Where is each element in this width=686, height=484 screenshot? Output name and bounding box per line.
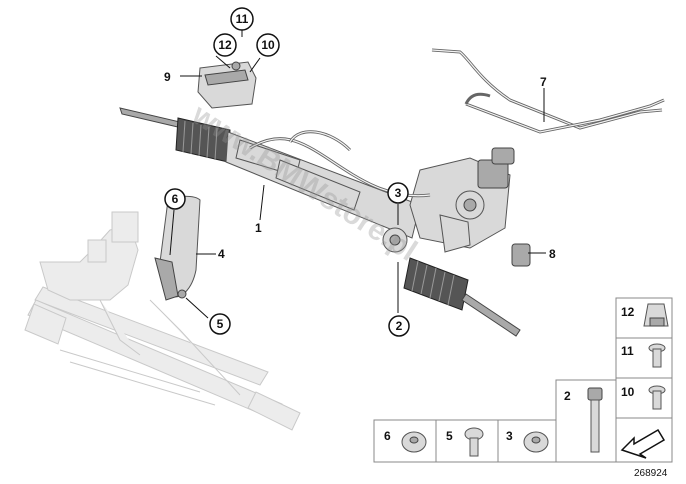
protective-cover [154,195,201,301]
heat-shield-bracket [197,61,257,109]
callout-2: 2 [396,319,403,333]
callout-11: 11 [236,12,249,26]
hardware-box-10: 10 [615,377,673,419]
hardware-box-3: 3 [497,419,557,463]
box-12-label: 12 [621,305,635,319]
box-2-label: 2 [564,389,571,403]
hardware-box-5: 5 [435,419,499,463]
direction-arrow-icon [620,428,666,459]
callout-3: 3 [395,186,402,200]
callout-6-marker: 6 [164,188,186,210]
box-5-label: 5 [446,429,453,443]
box-10-label: 10 [621,385,635,399]
hardware-box-6: 6 [373,419,437,463]
callout-7: 7 [540,75,547,89]
callout-8: 8 [549,247,556,261]
callout-10-marker: 10 [256,33,280,57]
callout-10: 10 [261,38,275,52]
callout-4: 4 [218,247,225,261]
callout-3-marker: 3 [387,182,409,204]
hardware-box-12: 12 [615,297,673,339]
callout-2-marker: 2 [388,315,410,337]
hydraulic-line [431,48,665,134]
ghost-steering-rack [24,211,301,431]
document-number: 268924 [634,468,668,479]
box-11-label: 11 [621,344,634,358]
callout-9: 9 [164,70,171,84]
callout-12-marker: 12 [213,33,237,57]
callout-5-marker: 5 [209,313,231,335]
long-bolt-icon [587,387,603,401]
steering-rack-assembly [119,107,531,337]
callout-12: 12 [218,38,232,52]
box-6-label: 6 [384,429,391,443]
watermark: www.BMWstore.pl [185,98,422,268]
callouts: 1 4 7 8 9 2 3 5 6 10 11 [164,7,556,337]
hardware-box-11: 11 [615,337,673,379]
callout-1: 1 [255,221,262,235]
callout-11-marker: 11 [230,7,254,31]
callout-6: 6 [172,192,179,206]
hardware-box-2: 2 [555,379,617,463]
leader-lines [169,30,546,319]
callout-5: 5 [217,317,224,331]
box-3-label: 3 [506,429,513,443]
hardware-box-arrow [615,417,673,463]
